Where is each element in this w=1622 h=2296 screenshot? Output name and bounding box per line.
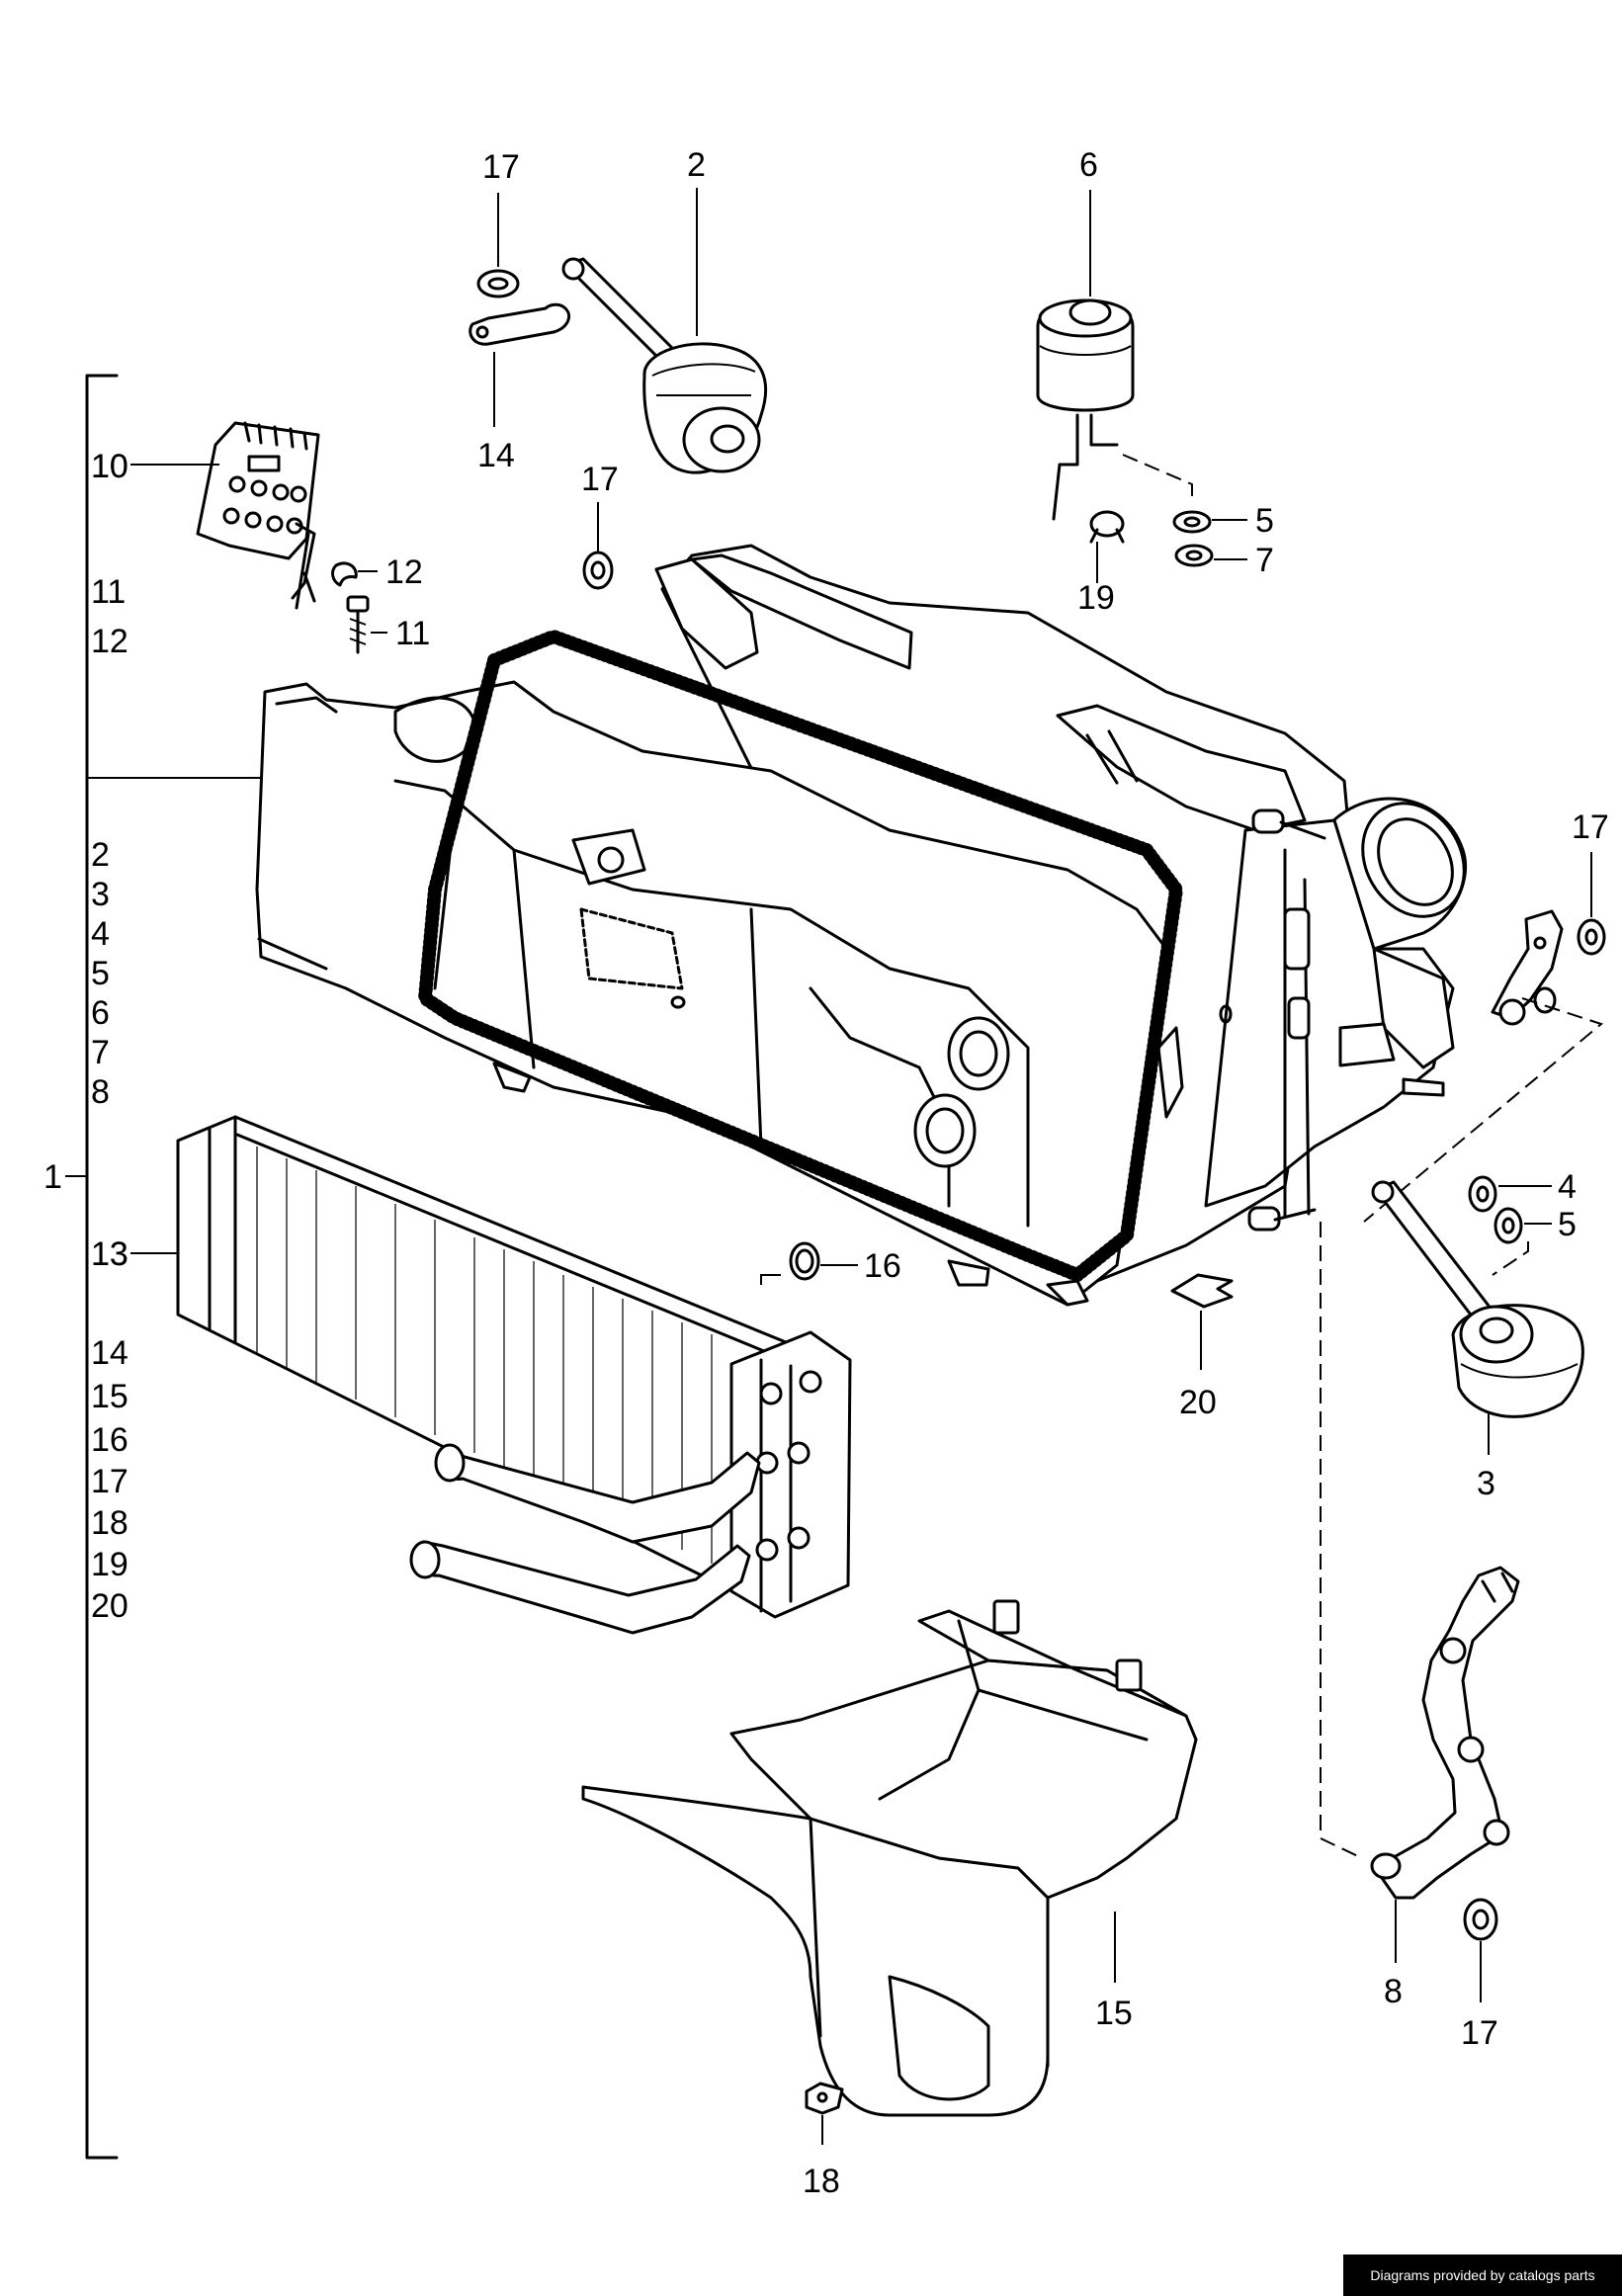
part-19-plug: 19 — [1077, 510, 1125, 617]
callout-11: 11 — [395, 615, 430, 652]
callout-20: 20 — [1179, 1384, 1217, 1421]
part-11-12-screw-clip: 12 11 — [295, 532, 430, 654]
bracket-item: 2 — [91, 836, 110, 874]
bracket-item: 13 — [91, 1235, 128, 1273]
bracket-item: 11 — [91, 573, 126, 611]
callout-15: 15 — [1095, 1995, 1133, 2032]
heater-housing — [255, 544, 1468, 1307]
part-13-heater-core: 13 — [91, 1115, 852, 1635]
callout-17: 17 — [1461, 2014, 1498, 2052]
bracket-item: 3 — [91, 876, 110, 913]
callout-8: 8 — [1384, 1973, 1403, 2010]
part-5-washer-right: 5 — [1492, 1206, 1577, 1276]
callout-13: 13 — [91, 1235, 128, 1273]
callout-5: 5 — [1558, 1206, 1577, 1243]
bracket-item: 16 — [91, 1421, 128, 1459]
callout-1: 1 — [43, 1158, 62, 1196]
bracket-item: 10 — [91, 448, 128, 485]
assembly-bracket: 1 — [43, 374, 277, 2160]
bracket-item: 20 — [91, 1587, 128, 1625]
callout-17: 17 — [482, 148, 520, 186]
bracket-item: 18 — [91, 1504, 128, 1542]
callout-5: 5 — [1255, 502, 1274, 540]
callout-6: 6 — [1079, 146, 1098, 184]
part-18-clip: 18 — [803, 2082, 844, 2200]
callout-4: 4 — [1558, 1168, 1577, 1206]
part-17-nut-top: 17 — [476, 148, 520, 298]
callout-3: 3 — [1477, 1465, 1495, 1502]
part-8-lever: 8 — [1320, 1222, 1520, 2010]
part-5-washer-top: 5 — [1172, 502, 1274, 540]
part-7-washer: 7 — [1174, 542, 1274, 579]
part-17-nut-housing: 17 — [581, 461, 619, 590]
callout-16: 16 — [864, 1247, 901, 1285]
part-3-vacuum-actuator: 3 — [1371, 1180, 1584, 1502]
credit-badge: Diagrams provided by catalogs parts — [1343, 2254, 1622, 2296]
part-15-lower-cover: 15 — [581, 1599, 1198, 2117]
bracket-item: 7 — [91, 1034, 110, 1071]
bracket-item: 14 — [91, 1334, 128, 1372]
bracket-item: 19 — [91, 1546, 128, 1583]
part-2-vacuum-actuator: 2 — [561, 146, 767, 474]
callout-2: 2 — [687, 146, 706, 184]
bracket-item: 15 — [91, 1378, 128, 1415]
part-6-actuator: 6 — [1036, 146, 1193, 521]
bracket-item: 17 — [91, 1463, 128, 1500]
bracket-item: 8 — [91, 1073, 110, 1111]
callout-17: 17 — [1572, 808, 1609, 846]
bracket-item: 6 — [91, 994, 110, 1032]
bracket-list: 10 11 12 2 3 4 5 6 7 8 13 14 15 16 17 18… — [91, 448, 128, 1625]
lever-arm-upper — [1363, 909, 1604, 1223]
callout-10: 10 — [91, 448, 128, 485]
callout-18: 18 — [803, 2163, 840, 2200]
callout-17: 17 — [581, 461, 619, 498]
part-14-lever: 14 — [469, 302, 570, 474]
part-4-washer: 4 — [1468, 1168, 1577, 1213]
callout-19: 19 — [1077, 579, 1115, 617]
part-10-control-plate: 10 — [91, 421, 320, 600]
part-17-nut-right: 17 — [1572, 808, 1609, 956]
bracket-item: 5 — [91, 955, 110, 992]
part-16-o-ring: 16 — [760, 1241, 901, 1285]
core-fins — [256, 1147, 713, 1564]
callout-12: 12 — [385, 553, 423, 591]
part-20-clip: 20 — [1170, 1273, 1234, 1421]
callout-7: 7 — [1255, 542, 1274, 579]
bracket-item: 12 — [91, 623, 128, 660]
bracket-item: 4 — [91, 915, 110, 953]
part-17-nut-bottom: 17 — [1461, 1898, 1498, 2052]
callout-14: 14 — [477, 437, 515, 474]
